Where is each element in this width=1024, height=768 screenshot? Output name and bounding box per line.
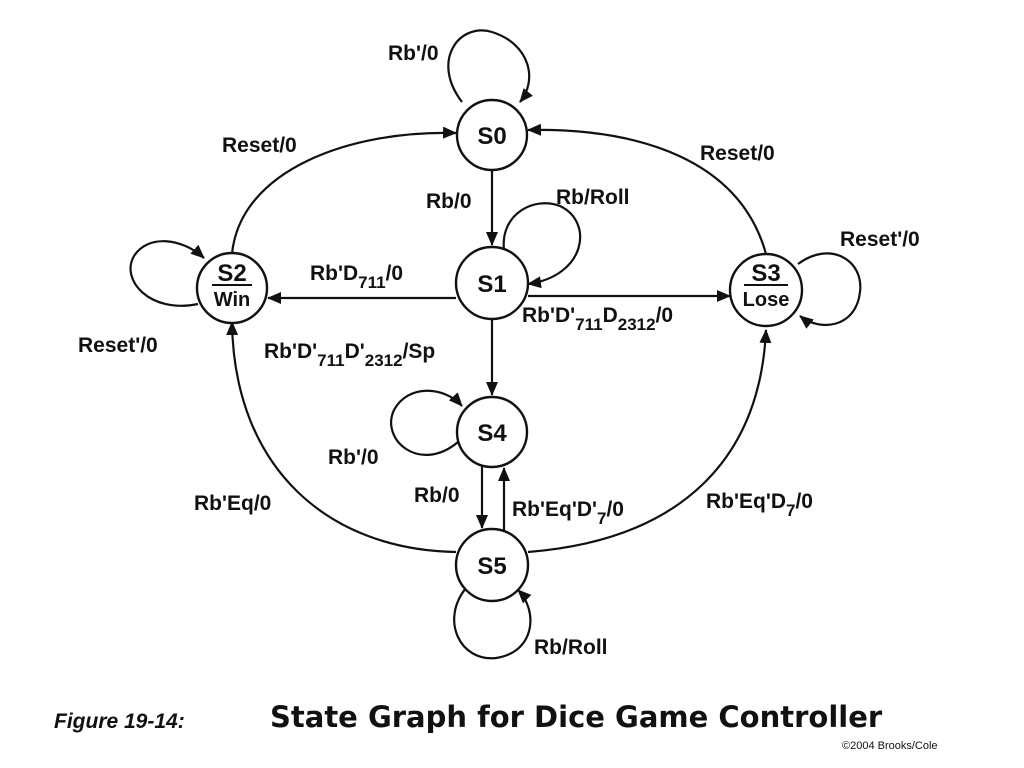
edge-s3-to-s0 (527, 123, 768, 255)
state-s4: S4 (455, 395, 529, 469)
edge-s2-self (129, 240, 205, 307)
label-s1-to-s4: Rb'D'711D'2312/Sp (264, 340, 435, 370)
state-s2: S2 Win (195, 251, 269, 325)
state-s3: S3 Lose (728, 252, 804, 328)
label-s5-self: Rb/Roll (534, 636, 608, 659)
figure-title: State Graph for Dice Game Controller (270, 700, 883, 734)
state-s2-output: Win (214, 289, 250, 311)
edge-s0-self (447, 29, 533, 103)
label-s1-to-s3: Rb'D'711D2312/0 (522, 304, 673, 334)
state-s2-name: S2 (217, 260, 246, 287)
edge-s5-self (453, 587, 532, 660)
figure-caption: Figure 19-14: State Graph for Dice Game … (0, 698, 1024, 742)
label-s3-self: Reset'/0 (840, 228, 920, 251)
edge-s2-to-s0 (230, 126, 457, 255)
state-graph: S0 S1 S2 Win S3 Lose S4 S5 Rb'/0 Reset/0… (78, 29, 920, 660)
label-s4-to-s5: Rb/0 (414, 484, 460, 507)
figure-number: Figure 19-14: (54, 710, 185, 733)
label-s4-self: Rb'/0 (328, 446, 379, 469)
state-s0-name: S0 (477, 123, 506, 150)
edge-s1-self (502, 202, 582, 289)
label-s2-to-s0: Reset/0 (222, 134, 297, 157)
label-s1-to-s2: Rb'D711/0 (310, 262, 403, 292)
state-s5: S5 (454, 527, 530, 603)
label-s3-to-s0: Reset/0 (700, 142, 775, 165)
label-s0-to-s1: Rb/0 (426, 190, 472, 213)
label-s1-self: Rb/Roll (556, 186, 630, 209)
edge-s5-to-s2 (226, 321, 457, 554)
edge-s5-to-s3 (527, 329, 772, 554)
state-s1-name: S1 (477, 271, 506, 298)
label-s2-self: Reset'/0 (78, 334, 158, 357)
label-s5-to-s2: Rb'Eq/0 (194, 492, 271, 515)
state-s1: S1 (454, 245, 530, 321)
state-s0: S0 (455, 98, 529, 172)
state-s4-name: S4 (477, 420, 507, 447)
copyright-notice: ©2004 Brooks/Cole (842, 740, 938, 752)
label-s0-self: Rb'/0 (388, 42, 439, 65)
edge-s3-self (797, 252, 862, 329)
label-s5-to-s4: Rb'Eq'D'7/0 (512, 498, 624, 528)
edge-s4-self (390, 389, 463, 456)
state-s5-name: S5 (477, 553, 506, 580)
label-s5-to-s3: Rb'Eq'D7/0 (706, 490, 813, 520)
state-s3-name: S3 (751, 260, 780, 287)
state-s3-output: Lose (743, 289, 790, 311)
